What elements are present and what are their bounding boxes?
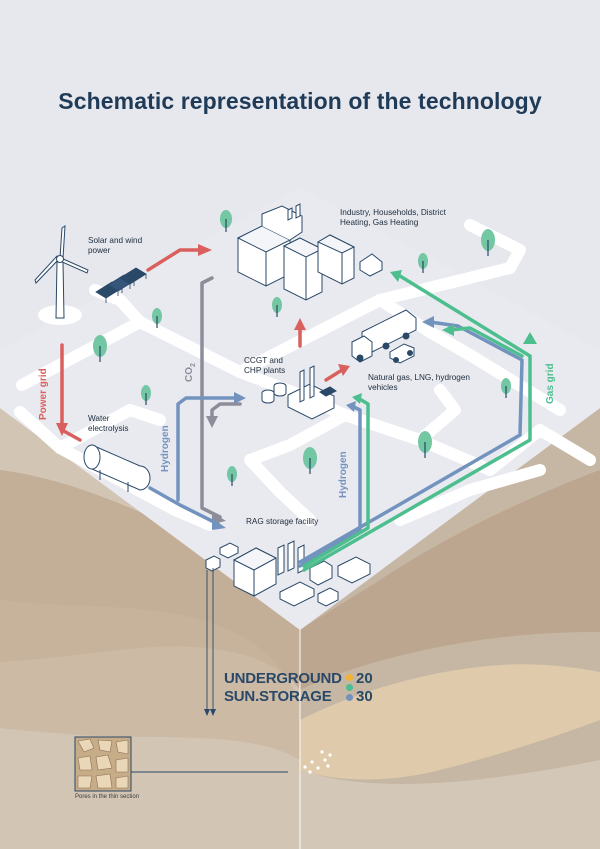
power-plant	[261, 365, 337, 420]
logo-dot-yellow	[346, 674, 353, 681]
logo-year-top: 20	[356, 670, 373, 687]
power-plant-to-vehicles-arrow	[324, 368, 344, 382]
storage-label: RAG storage facility	[246, 517, 319, 526]
gas-grid-label: Gas grid	[545, 363, 556, 404]
storage-facility	[205, 540, 371, 607]
project-logo: UNDERGROUND SUN.STORAGE 20 30	[224, 668, 382, 708]
deep-layer	[300, 760, 600, 849]
page-title: Schematic representation of the technolo…	[58, 88, 542, 114]
logo-dot-blue	[346, 694, 353, 701]
hydrogen-right-label: Hydrogen	[338, 451, 349, 498]
ccgt-label: CCGT and CHP plants	[244, 356, 286, 375]
co2-label: CO2	[184, 363, 197, 382]
co2-arrow	[200, 276, 222, 519]
gas-right-up-arrow	[302, 396, 370, 568]
hydrogen-right-up-arrow	[298, 404, 362, 568]
industry-buildings	[236, 203, 383, 301]
gas-grid-arrow	[302, 274, 532, 572]
industry-label: Industry, Households, District Heating, …	[340, 208, 446, 227]
vehicles	[351, 309, 417, 364]
solar-wind-label: Solar and wind power	[88, 236, 143, 255]
co2-main: CO	[184, 367, 195, 382]
reservoir-pores	[303, 750, 332, 774]
solar-panels	[95, 267, 147, 303]
arrowheads	[56, 244, 537, 530]
well-arrow-2	[210, 709, 216, 716]
logo-dot-green	[346, 684, 353, 691]
gas-to-vehicles-arrow	[448, 326, 524, 358]
pores-caption: Pores in the thin section	[75, 794, 140, 800]
hydrogen-to-plant-arrow	[176, 396, 238, 502]
power-grid-label: Power grid	[38, 368, 49, 420]
reservoir-layer	[300, 664, 600, 780]
electrolysis-tank	[83, 444, 151, 492]
power-to-industry-arrow	[146, 248, 202, 272]
hydrogen-left-label: Hydrogen	[160, 425, 171, 472]
hydrogen-to-storage-arrow	[148, 486, 220, 526]
logo-year-bottom: 30	[356, 688, 373, 705]
hydrogen-to-vehicles-arrow	[298, 320, 524, 564]
well-arrow-1	[204, 709, 210, 716]
vehicles-label: Natural gas, LNG, hydrogen vehicles	[368, 373, 470, 392]
wind-turbine	[34, 225, 89, 325]
pores-thin-section	[74, 736, 288, 792]
wellbore	[206, 568, 214, 712]
trees	[93, 210, 511, 486]
rock-layer-left-2	[0, 600, 300, 760]
rock-layer-right	[300, 470, 600, 690]
flow-arrows	[60, 248, 532, 572]
logo-line-1: UNDERGROUND	[224, 670, 342, 687]
co2-sub: 2	[190, 363, 197, 367]
logo-line-2: SUN.STORAGE	[224, 688, 332, 705]
electrolysis-label: Water electrolysis	[88, 414, 129, 433]
co2-return-arrow	[210, 402, 242, 422]
